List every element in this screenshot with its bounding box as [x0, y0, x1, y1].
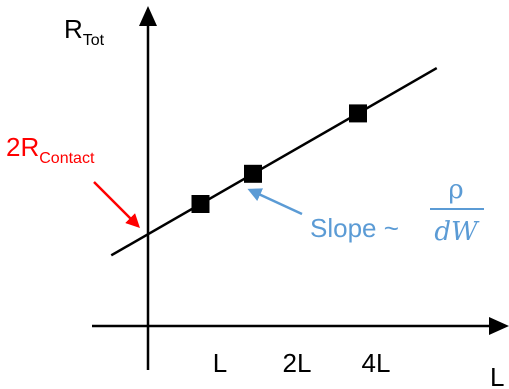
x-axis-arrowhead: [489, 317, 509, 335]
y-axis-label-sub: Tot: [83, 32, 105, 49]
intercept-arrow: [93, 181, 140, 228]
data-markers: [191, 104, 367, 213]
y-axis-arrowhead: [139, 6, 157, 26]
axes: [92, 6, 509, 370]
slope-numerator: ρ: [448, 175, 463, 205]
x-tick-label-2l: 2L: [283, 348, 312, 378]
intercept-label: 2RContact: [6, 132, 95, 167]
intercept-label-main: 2R: [6, 132, 39, 162]
data-point-3: [349, 104, 367, 123]
fit-line: [110, 67, 438, 257]
slope-arrow: [247, 188, 303, 216]
data-point-1: [191, 195, 210, 213]
y-axis-label: RTot: [64, 14, 105, 49]
x-tick-labels: L 2L 4L: [213, 348, 391, 378]
data-point-2: [244, 164, 262, 183]
x-axis-label: L: [490, 362, 504, 389]
x-tick-label-l: L: [213, 348, 227, 378]
slope-label: Slope ~: [310, 213, 399, 243]
x-tick-label-4l: 4L: [362, 348, 391, 378]
intercept-label-sub: Contact: [39, 150, 95, 167]
slope-denominator: dW: [434, 217, 480, 247]
y-axis-label-main: R: [64, 14, 83, 44]
